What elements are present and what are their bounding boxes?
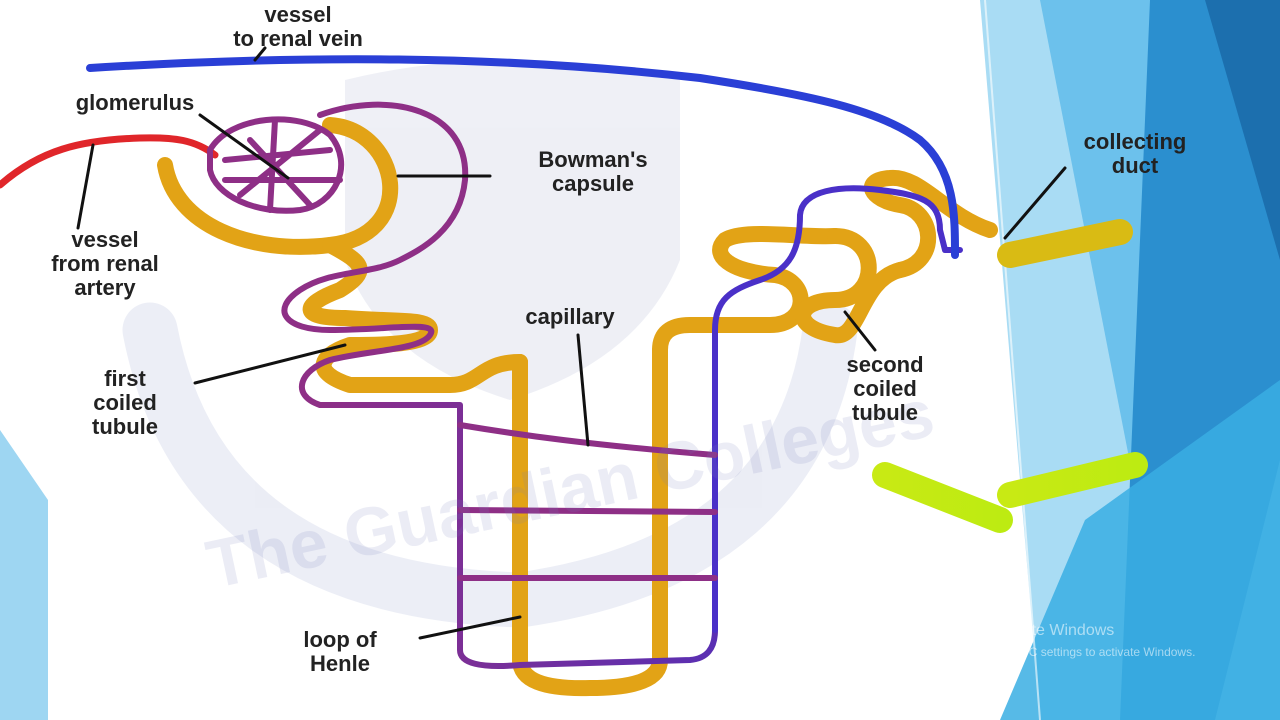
capillary-network bbox=[0, 101, 963, 669]
collecting-duct bbox=[872, 68, 1148, 712]
label-capillary: capillary bbox=[525, 304, 615, 329]
label-loop-of-henle: loop of Henle bbox=[303, 627, 377, 676]
label-bowmans-capsule: Bowman's capsule bbox=[538, 147, 648, 196]
activate-windows-subtitle: Go to PC settings to activate Windows. bbox=[988, 645, 1196, 659]
label-glomerulus: glomerulus bbox=[75, 90, 195, 115]
activate-windows-title: Activate Windows bbox=[988, 622, 1115, 639]
label-collecting-duct: collecting duct bbox=[1083, 129, 1187, 178]
label-vessel-from-renal-artery: vessel from renal artery bbox=[51, 227, 159, 300]
label-first-coiled-tubule: first coiled tubule bbox=[92, 366, 158, 439]
label-vessel-to-renal-vein: vessel to renal vein bbox=[233, 2, 363, 51]
leader-lines bbox=[76, 46, 1067, 640]
label-second-coiled-tubule: second coiled tubule bbox=[846, 352, 924, 425]
vessel-to-renal-vein bbox=[86, 55, 959, 259]
nephron-diagram bbox=[0, 55, 1148, 712]
